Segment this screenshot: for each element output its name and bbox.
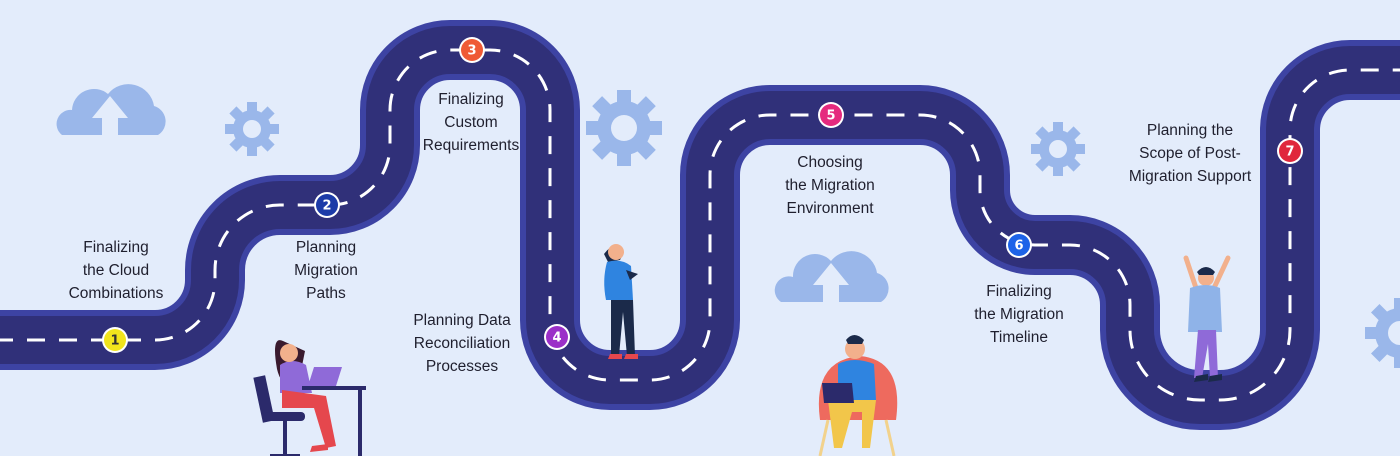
- step-6-marker: 6: [1006, 232, 1032, 258]
- step-5-label: Choosing the Migration Environment: [785, 154, 875, 217]
- decor-layer: [56, 84, 1400, 368]
- road-center-dashes: [0, 48, 1400, 402]
- gear-icon: [1031, 122, 1085, 176]
- step-number: 3: [467, 44, 476, 59]
- winding-road: [0, 20, 1400, 430]
- cloud-upload-icon: [774, 251, 889, 303]
- step-marker-dot: [1008, 234, 1030, 256]
- man-celebrating: [1183, 255, 1231, 382]
- step-number: 4: [552, 331, 561, 346]
- step-number: 5: [826, 109, 835, 124]
- step-7-label: Planning the Scope of Post- Migration Su…: [1128, 122, 1252, 185]
- woman-at-desk-laptop: [253, 340, 366, 456]
- step-1-marker: 1: [102, 327, 128, 353]
- people-illustrations: [253, 244, 1231, 456]
- step-marker-dot: [820, 104, 842, 126]
- gear-icon: [1365, 298, 1400, 368]
- step-number: 7: [1285, 145, 1294, 160]
- step-4-label: Planning Data Reconciliation Processes: [413, 312, 511, 375]
- step-7-marker: 7: [1277, 138, 1303, 164]
- step-marker-dot: [546, 326, 568, 348]
- step-3-marker: 3: [459, 37, 485, 63]
- step-6-label: Finalizing the Migration Timeline: [974, 283, 1064, 346]
- man-thinking: [604, 244, 638, 359]
- step-marker-dot: [316, 194, 338, 216]
- step-5-marker: 5: [818, 102, 844, 128]
- step-number: 2: [322, 199, 331, 214]
- step-4-marker: 4: [544, 324, 570, 350]
- gear-icon: [225, 102, 279, 156]
- step-number: 6: [1014, 239, 1023, 254]
- step-2-marker: 2: [314, 192, 340, 218]
- step-number: 1: [110, 334, 119, 349]
- step-marker-dot: [1279, 140, 1301, 162]
- man-chair-laptop: [818, 335, 898, 456]
- gear-icon: [586, 90, 662, 166]
- cloud-upload-icon: [56, 84, 166, 136]
- step-2-label: Planning Migration Paths: [294, 239, 358, 302]
- step-markers: 1 2 3 4 5 6 7: [102, 37, 1303, 353]
- step-1-label: Finalizing the Cloud Combinations: [68, 239, 164, 302]
- step-3-label: Finalizing Custom Requirements: [422, 91, 520, 154]
- step-marker-dot: [461, 39, 483, 61]
- step-marker-dot: [104, 329, 126, 351]
